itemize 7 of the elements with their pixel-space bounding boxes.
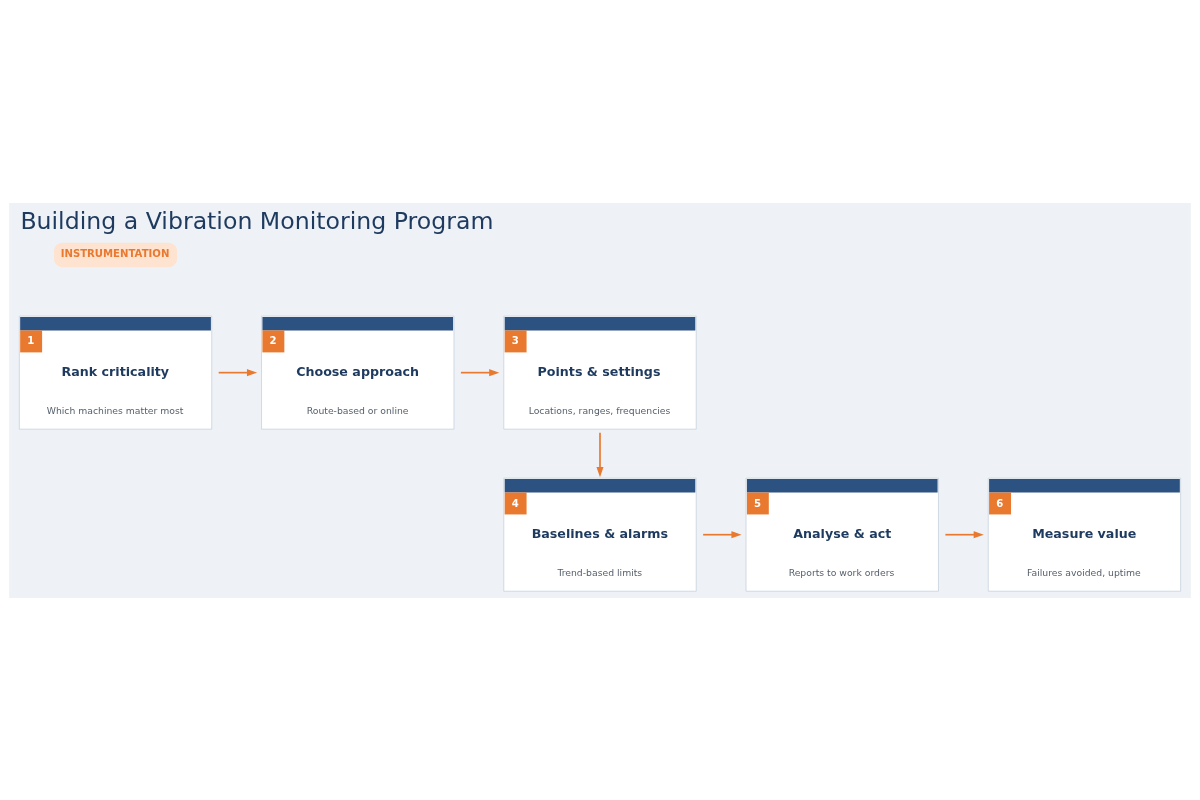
arrow bbox=[944, 530, 984, 538]
label: INSTRUMENTATION bbox=[60, 247, 170, 259]
diagram-title: Building a Vibration Monitoring Program bbox=[20, 206, 494, 235]
arrow bbox=[702, 530, 742, 538]
arrow bbox=[596, 431, 604, 477]
arrow bbox=[217, 368, 258, 376]
arrow bbox=[460, 368, 500, 376]
